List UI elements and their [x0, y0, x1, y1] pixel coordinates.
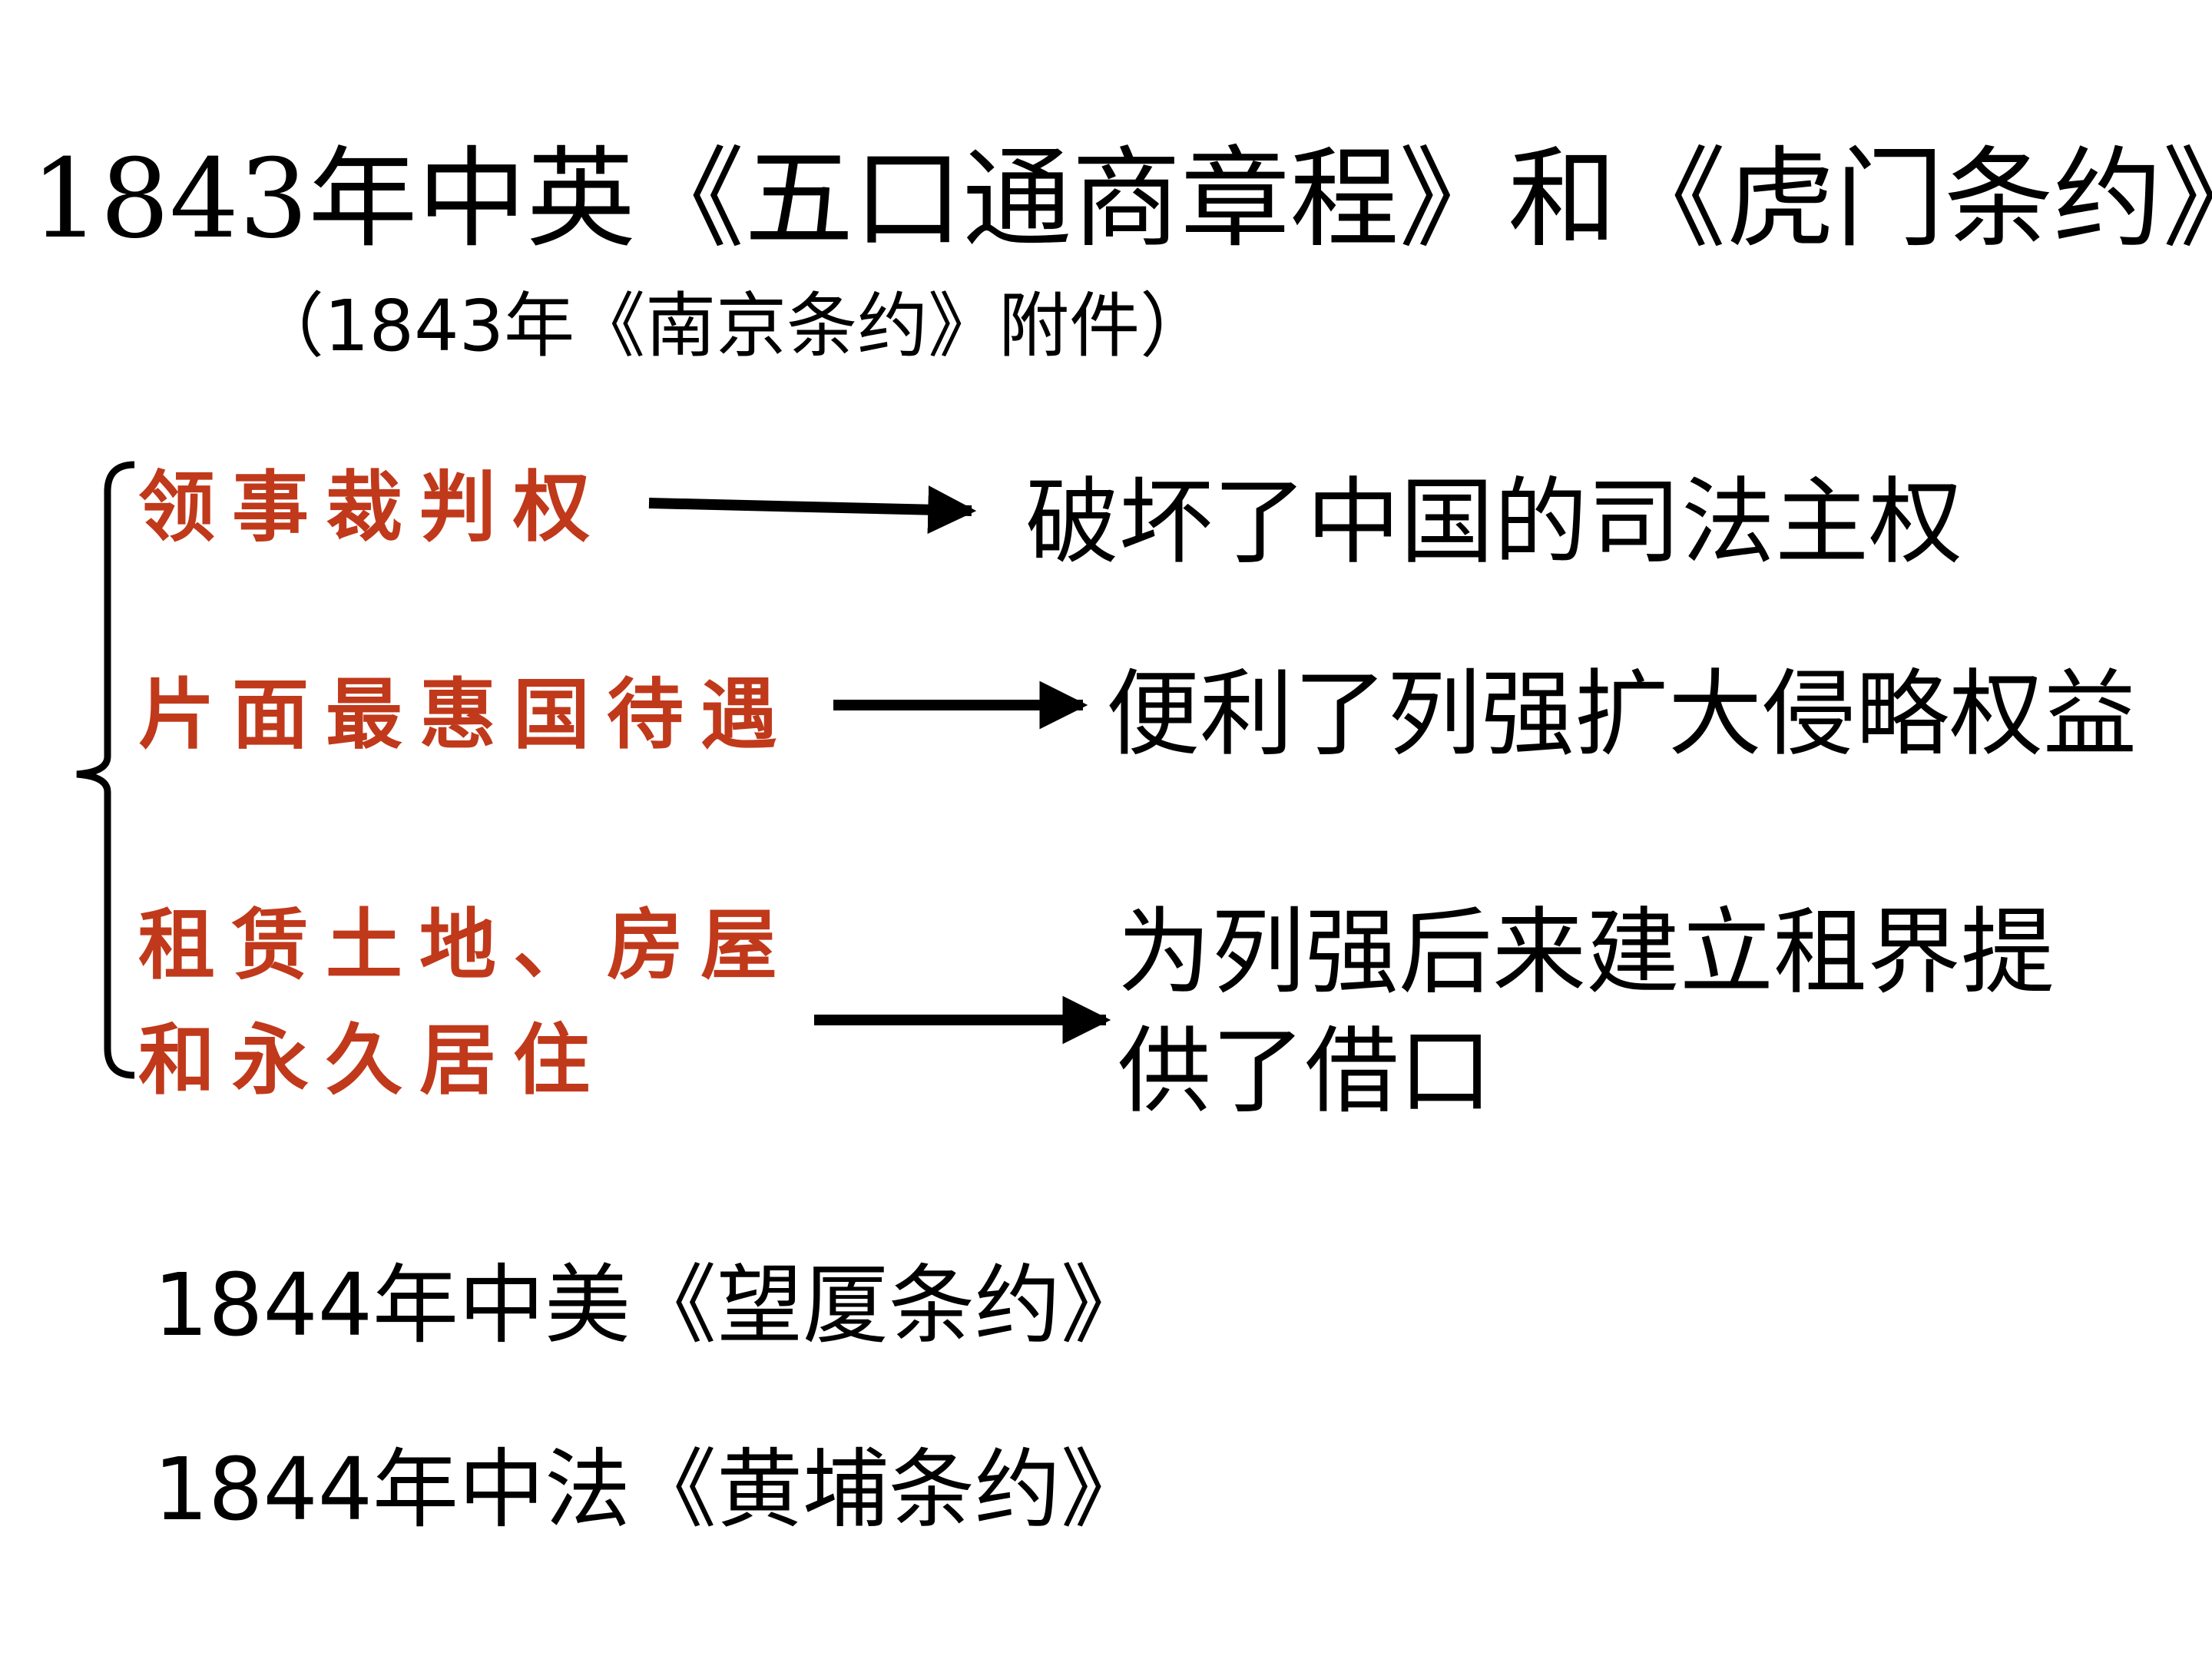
clause-land-lease-line-2: 和永久居住	[138, 1015, 607, 1105]
effect-expand-interests: 便利了列强扩大侵略权益	[1106, 660, 2137, 769]
effect-concession-pretext-line-2: 供了借口	[1118, 1017, 1492, 1126]
slide-subtitle: （1843年《南京条约》附件）	[253, 285, 1211, 367]
treaty-wanghia: 1844年中美《望厦条约》	[154, 1256, 1147, 1356]
effect-concession-pretext-line-1: 为列强后来建立租界提	[1118, 898, 2055, 1007]
clause-land-lease-line-1: 租赁土地、房屋	[138, 899, 794, 990]
clause-consular-jurisdiction: 领事裁判权	[138, 462, 607, 552]
clause-most-favored-nation: 片面最惠国待遇	[138, 669, 794, 760]
arrow-1	[648, 485, 977, 535]
effect-judicial-sovereignty: 破坏了中国的司法主权	[1025, 468, 1962, 577]
slide-title: 1843年中英《五口通商章程》和《虎门条约》	[31, 136, 2212, 263]
treaty-whampoa: 1844年中法《黄埔条约》	[154, 1440, 1147, 1540]
curly-bracket	[76, 461, 135, 1079]
